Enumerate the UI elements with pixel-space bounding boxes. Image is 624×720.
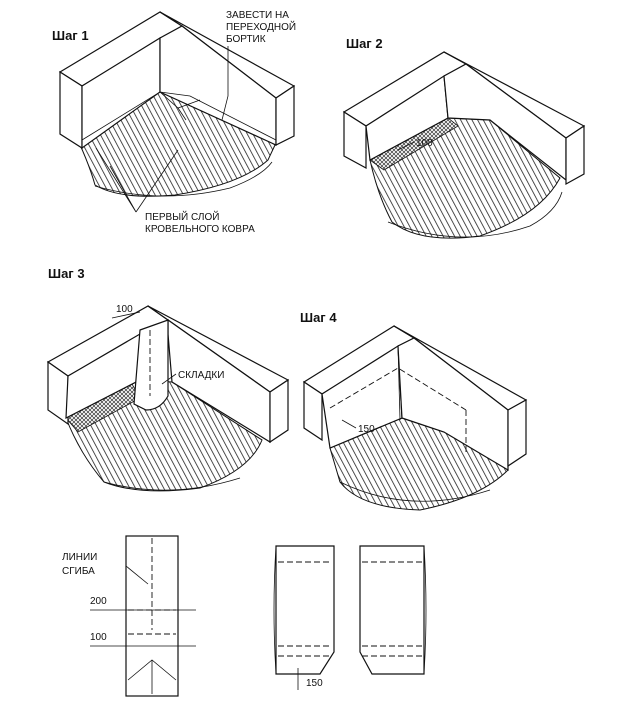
step4-drawing xyxy=(302,325,528,511)
step3-fold-tab xyxy=(133,319,169,411)
step3-right-wall-face xyxy=(269,378,289,444)
step1-drawing xyxy=(58,11,296,213)
folds-note: СКЛАДКИ xyxy=(178,370,224,381)
step3-dimension: 100 xyxy=(116,304,133,315)
step3-left-wall-face xyxy=(47,360,69,426)
step3-label: Шаг 3 xyxy=(48,266,85,281)
pattern-bend-strip xyxy=(90,535,196,697)
step4-dim-arrow xyxy=(341,419,357,429)
step4-left-wall-face xyxy=(303,380,323,442)
pattern-dimension-150: 150 xyxy=(306,678,323,689)
step2-right-wall-face xyxy=(565,124,585,186)
bend-lines-note-line2: СГИБА xyxy=(62,566,95,577)
pattern-piece-left xyxy=(275,545,335,675)
step4-membrane xyxy=(329,417,509,511)
step4-right-wall-face xyxy=(507,398,527,468)
first-layer-note-line1: ПЕРВЫЙ СЛОЙ xyxy=(145,210,219,223)
pattern-two-pieces xyxy=(273,545,427,690)
step2-label: Шаг 2 xyxy=(346,36,383,51)
step2-drawing xyxy=(342,51,586,239)
bring-onto-note-line2: ПЕРЕХОДНОЙ xyxy=(226,20,296,33)
step4-label: Шаг 4 xyxy=(300,310,337,325)
step1-right-wall-face xyxy=(275,84,295,146)
pattern-dimension-100: 100 xyxy=(90,632,107,643)
step4-dimension: 150 xyxy=(358,424,375,435)
step1-fillet xyxy=(81,91,277,141)
bring-onto-note-line3: БОРТИК xyxy=(226,34,266,45)
step2-dim-arrow xyxy=(397,141,415,151)
bend-lines-leader xyxy=(125,565,149,585)
step2-dimension: 100 xyxy=(416,138,433,149)
step1-left-wall-face xyxy=(59,70,83,150)
step3-dim-line xyxy=(111,311,141,319)
step3-drawing xyxy=(46,305,290,492)
pattern-piece-right xyxy=(359,545,425,675)
pattern-dimension-200: 200 xyxy=(90,596,107,607)
step1-right-wall-inner xyxy=(159,25,277,146)
bring-onto-note-line1: ЗАВЕСТИ НА xyxy=(226,10,289,21)
step1-leader-top xyxy=(221,46,229,121)
step1-leader-bottom xyxy=(95,147,179,213)
first-layer-note-line2: КРОВЕЛЬНОГО КОВРА xyxy=(145,224,255,235)
bend-lines-note-line1: ЛИНИИ xyxy=(62,552,97,563)
step1-label: Шаг 1 xyxy=(52,28,89,43)
step2-left-wall-face xyxy=(343,110,367,170)
step3-folds-leader xyxy=(161,373,177,385)
